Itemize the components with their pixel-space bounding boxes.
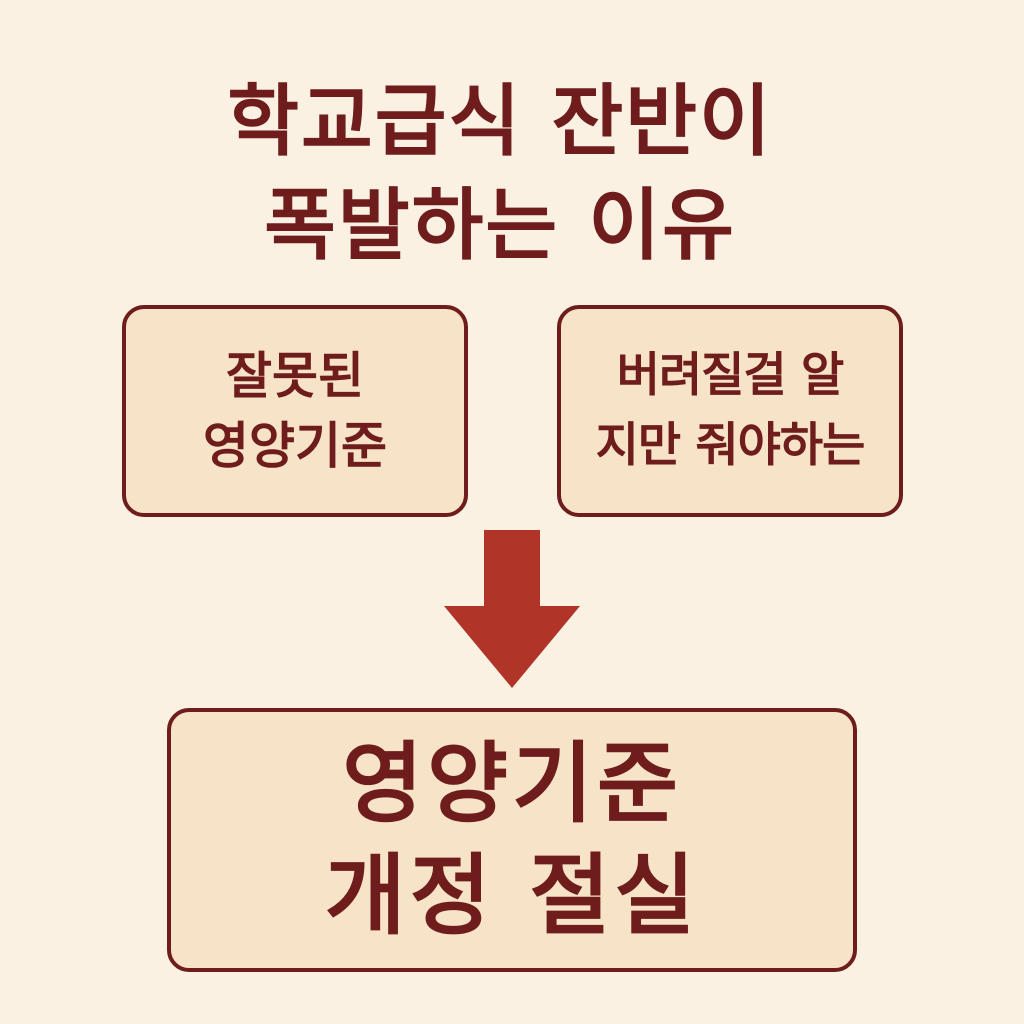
title-line-2: 폭발하는 이유 <box>264 181 736 271</box>
cause-right-line-1: 버려질걸 알 <box>616 348 845 403</box>
diagram-title: 학교급식 잔반이 폭발하는 이유 <box>120 70 880 278</box>
conclusion-line-1: 영양기준 <box>342 732 682 835</box>
conclusion-box: 영양기준 개정 절실 <box>167 708 857 972</box>
arrow-down-shape <box>444 530 580 688</box>
conclusion-line-2: 개정 절실 <box>324 844 700 947</box>
cause-right-line-2: 지만 줘야하는 <box>595 418 866 473</box>
arrow-down-icon <box>444 530 580 688</box>
title-line-1: 학교급식 잔반이 <box>227 77 773 167</box>
cause-box-nutrition-standard: 잘못된 영양기준 <box>122 305 468 517</box>
cause-box-forced-serving: 버려질걸 알 지만 줘야하는 <box>557 305 903 517</box>
cause-left-line-1: 잘못된 <box>226 347 364 405</box>
cause-left-line-2: 영양기준 <box>203 417 387 475</box>
